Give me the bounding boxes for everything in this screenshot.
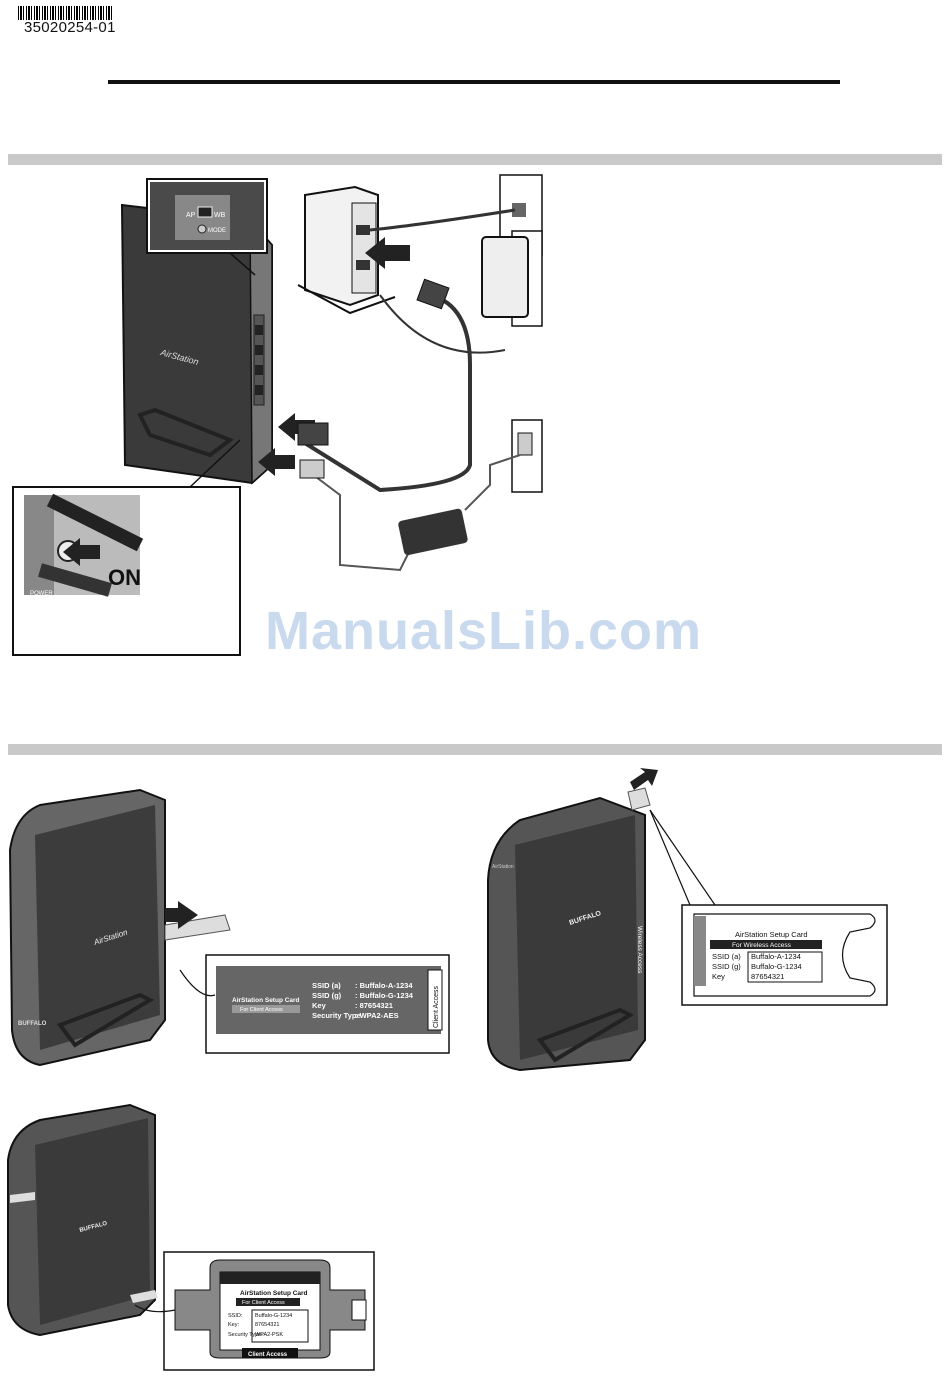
power-zoom-inset: ON POWER (12, 439, 241, 656)
setup-card-illustration-3: BUFFALO AirStation Setup Card For Client… (7, 1103, 375, 1371)
arrow-icon (365, 237, 410, 269)
switch-wb-label: WB (214, 212, 226, 219)
router-brand-label: AirStation (492, 864, 514, 870)
card1-subtitle: For Client Access (240, 1007, 283, 1013)
router-logo: BUFFALO (18, 1021, 47, 1027)
power-on-label: ON (108, 565, 141, 590)
card2-key-label: Key (712, 972, 725, 981)
arrow-icon (258, 448, 295, 476)
card3-key: 87654321 (255, 1322, 279, 1328)
setup-card-illustration-2: BUFFALO AirStation Wireless Access AirSt… (487, 768, 888, 1072)
card3-subtitle: For Client Access (242, 1300, 285, 1306)
card2-ssid-a-label: SSID (a) (712, 952, 741, 961)
card3-title: AirStation Setup Card (240, 1290, 308, 1297)
card3-sec: WPA2-PSK (255, 1332, 283, 1338)
arrow-icon (165, 901, 198, 929)
card1-ssid-a-label: SSID (a) (312, 981, 341, 990)
card1-side-tab: Client Access (433, 985, 440, 1028)
watermark: ManualsLib.com (265, 601, 703, 661)
section-1-band (8, 154, 942, 165)
switch-ap-label: AP (186, 212, 196, 219)
card2-ssid-g: Buffalo-G-1234 (751, 962, 802, 971)
switch-zoom-inset: AP WB MODE (146, 178, 268, 276)
card2-ssid-a: Buffalo-A-1234 (751, 952, 801, 961)
card1-sec-label: Security Type (312, 1011, 361, 1020)
card2-key: 87654321 (751, 972, 784, 981)
card2-title: AirStation Setup Card (735, 930, 808, 939)
card2-side-tab: Wireless Access (636, 926, 643, 974)
modem-illustration (297, 185, 396, 315)
router-illustration: AirStation (120, 203, 273, 485)
card3-ssid: Buffalo-G-1234 (255, 1313, 292, 1319)
card1-key: : 87654321 (355, 1001, 393, 1010)
card2-subtitle: For Wireless Access (732, 942, 792, 949)
card1-title: AirStation Setup Card (232, 997, 300, 1004)
card3-key-label: Key: (228, 1322, 239, 1328)
card1-ssid-g: : Buffalo-G-1234 (355, 991, 414, 1000)
card1-ssid-a: : Buffalo-A-1234 (355, 981, 413, 990)
card1-key-label: Key (312, 1001, 327, 1010)
card1-sec: : WPA2-AES (355, 1011, 399, 1020)
card3-sec-label: Security Type: (228, 1332, 263, 1338)
ac-adapter (398, 508, 468, 556)
connection-illustration: AirStation AP WB MODE (12, 174, 543, 656)
section-2-band (8, 744, 942, 755)
modem-adapter (481, 236, 529, 318)
card3-ssid-label: SSID: (228, 1313, 243, 1319)
setup-card-illustration-1: AirStation BUFFALO Client Access AirStat… (8, 788, 450, 1067)
power-port-label: POWER (30, 591, 53, 597)
card3-bottom-tab: Client Access (248, 1352, 288, 1358)
arrow-icon (630, 768, 658, 790)
card2-ssid-g-label: SSID (g) (712, 962, 741, 971)
switch-mode-label: MODE (208, 228, 226, 234)
document-number: 35020254-01 (24, 19, 116, 36)
title-rule (108, 80, 840, 84)
barcode (18, 6, 114, 20)
card1-ssid-g-label: SSID (g) (312, 991, 342, 1000)
